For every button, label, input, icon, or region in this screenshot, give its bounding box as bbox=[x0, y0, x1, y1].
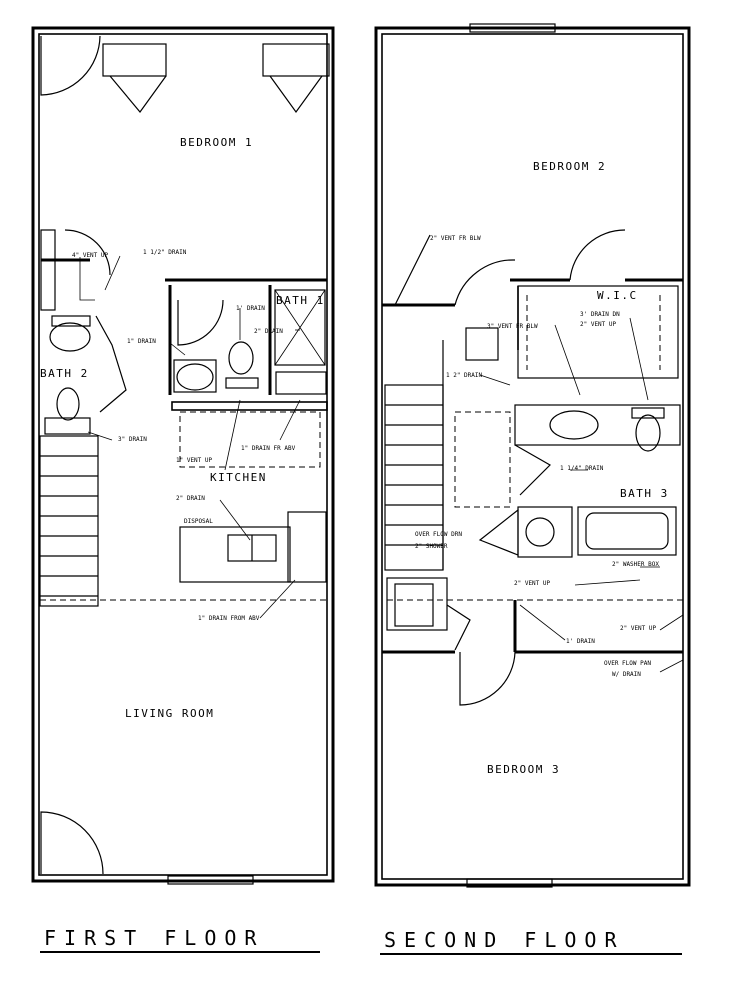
laundry-door bbox=[446, 604, 471, 651]
room-label-bedroom-2: BEDROOM 2 bbox=[533, 160, 606, 173]
stairs-second-floor bbox=[384, 340, 444, 571]
vanity-bath1 bbox=[173, 359, 217, 393]
note-drain-1-half: 1 1/2" DRAIN bbox=[143, 249, 187, 256]
linen-bath1 bbox=[275, 371, 327, 395]
bedroom2-door-swing bbox=[454, 259, 516, 306]
kitchen-fridge bbox=[287, 511, 327, 583]
window-second-floor-bottom bbox=[466, 878, 553, 888]
room-label-living-room: LIVING ROOM bbox=[125, 707, 214, 720]
note-drain-1-2: 1 2" DRAIN bbox=[446, 372, 483, 379]
second-floor-plan: BEDROOM 2 W.I.C BATH 3 BEDROOM 3 2" VENT… bbox=[374, 23, 691, 888]
note-drain-down: 3' DRAIN DN bbox=[580, 311, 620, 318]
hall-attic-access bbox=[454, 411, 511, 508]
bath2-wall bbox=[40, 229, 56, 311]
second-floor-title: SECOND FLOOR bbox=[384, 928, 625, 952]
note-drain-1-1-4: 1 1/4" DRAIN bbox=[560, 465, 604, 472]
closet-door-left bbox=[109, 75, 167, 113]
sink-bath3 bbox=[549, 410, 599, 440]
bath1-door-swing bbox=[177, 299, 224, 346]
note-vent-up-bedroom3: 2" VENT UP bbox=[620, 625, 657, 632]
vanity-bath2 bbox=[44, 417, 91, 435]
bathtub-bath3 bbox=[577, 506, 677, 556]
note-drain-bedroom3: 1' DRAIN bbox=[566, 638, 595, 645]
closet-1-left bbox=[102, 43, 167, 77]
second-floor-title-underline bbox=[380, 953, 682, 955]
note-drain-3: 3" DRAIN bbox=[118, 436, 147, 443]
room-label-bath-2: BATH 2 bbox=[40, 367, 89, 380]
water-heater bbox=[525, 517, 555, 547]
note-drain-1: 1" DRAIN bbox=[127, 338, 156, 345]
sink-bath1 bbox=[176, 363, 214, 391]
toilet-bath3 bbox=[635, 414, 661, 452]
note-disposal: DISPOSAL bbox=[184, 518, 213, 525]
note-overflow-drain: OVER FLOW DRN bbox=[415, 531, 462, 538]
window-second-floor-top bbox=[469, 23, 556, 33]
toilet-tank-bath2 bbox=[51, 315, 91, 327]
bath2-angled-wall bbox=[95, 315, 127, 413]
note-vent-from-below-2: 3" VENT FR BLW bbox=[487, 323, 538, 330]
note-washer-box: 2" WASHER BOX bbox=[612, 561, 659, 568]
bath3-vanity bbox=[514, 404, 681, 446]
hall-chase bbox=[465, 327, 499, 361]
water-heater-door bbox=[478, 508, 519, 556]
first-floor-plan: BEDROOM 1 BATH 1 BATH 2 KITCHEN LIVING R… bbox=[31, 26, 335, 885]
note-vent-up-laundry: 2" VENT UP bbox=[514, 580, 551, 587]
closet-door-right bbox=[269, 75, 323, 114]
room-label-bedroom-3: BEDROOM 3 bbox=[487, 763, 560, 776]
note-shower-drain: 2" SHOWER bbox=[415, 543, 448, 550]
kitchen-upper-dashed bbox=[179, 411, 321, 468]
window-first-floor-bottom bbox=[167, 875, 254, 885]
note-overflow-pan: OVER FLOW PAN bbox=[604, 660, 651, 667]
kitchen-upper-cabinet bbox=[171, 401, 328, 411]
note-vent-up-wic: 2" VENT UP bbox=[580, 321, 617, 328]
entry-door-top bbox=[40, 35, 101, 96]
shower-bath1 bbox=[274, 289, 326, 366]
note-drain-2-bath1: 2" DRAIN bbox=[254, 328, 283, 335]
note-vent-up-kitchen: 1" VENT UP bbox=[176, 457, 213, 464]
bath3-door bbox=[514, 444, 551, 496]
laundry-closet bbox=[386, 577, 448, 631]
note-drain-2-kitchen: 2" DRAIN bbox=[176, 495, 205, 502]
sink-bath2 bbox=[56, 387, 80, 421]
toilet-tank-bath1 bbox=[225, 377, 259, 389]
toilet-bath1 bbox=[228, 341, 254, 375]
note-drain-from-above: 1" DRAIN FR ABV bbox=[241, 445, 296, 452]
bathtub-basin bbox=[585, 512, 669, 550]
first-floor-title: FIRST FLOOR bbox=[44, 926, 265, 950]
stairs-first-floor bbox=[39, 435, 99, 607]
second-floor-outer-wall bbox=[374, 26, 691, 887]
first-floor-inner-wall-line bbox=[38, 33, 328, 876]
note-with-drain: W/ DRAIN bbox=[612, 671, 641, 678]
room-label-kitchen: KITCHEN bbox=[210, 471, 267, 484]
first-floor-outer-wall bbox=[31, 26, 335, 883]
toilet-bath2 bbox=[49, 322, 91, 352]
toilet-tank-bath3 bbox=[631, 407, 665, 419]
note-vent-from-below: 2" VENT FR BLW bbox=[430, 235, 481, 242]
room-label-bath-1: BATH 1 bbox=[276, 294, 325, 307]
closet-1-right bbox=[262, 43, 330, 77]
entry-door-bottom bbox=[40, 811, 104, 875]
note-drain-bath1: 1' DRAIN bbox=[236, 305, 265, 312]
room-label-bath-3: BATH 3 bbox=[620, 487, 669, 500]
bath2-door-swing bbox=[64, 229, 111, 276]
wic-door-swing bbox=[569, 229, 626, 281]
room-label-bedroom-1: BEDROOM 1 bbox=[180, 136, 253, 149]
washer-dryer bbox=[394, 583, 434, 627]
first-floor-title-underline bbox=[40, 951, 320, 953]
bedroom2-vent-leader bbox=[394, 234, 431, 306]
bedroom3-door-swing bbox=[459, 651, 516, 706]
note-vent-up: 4" VENT UP bbox=[72, 252, 109, 259]
note-drain-from-above-living: 1" DRAIN FROM ABV bbox=[198, 615, 260, 622]
room-label-wic: W.I.C bbox=[597, 289, 638, 302]
